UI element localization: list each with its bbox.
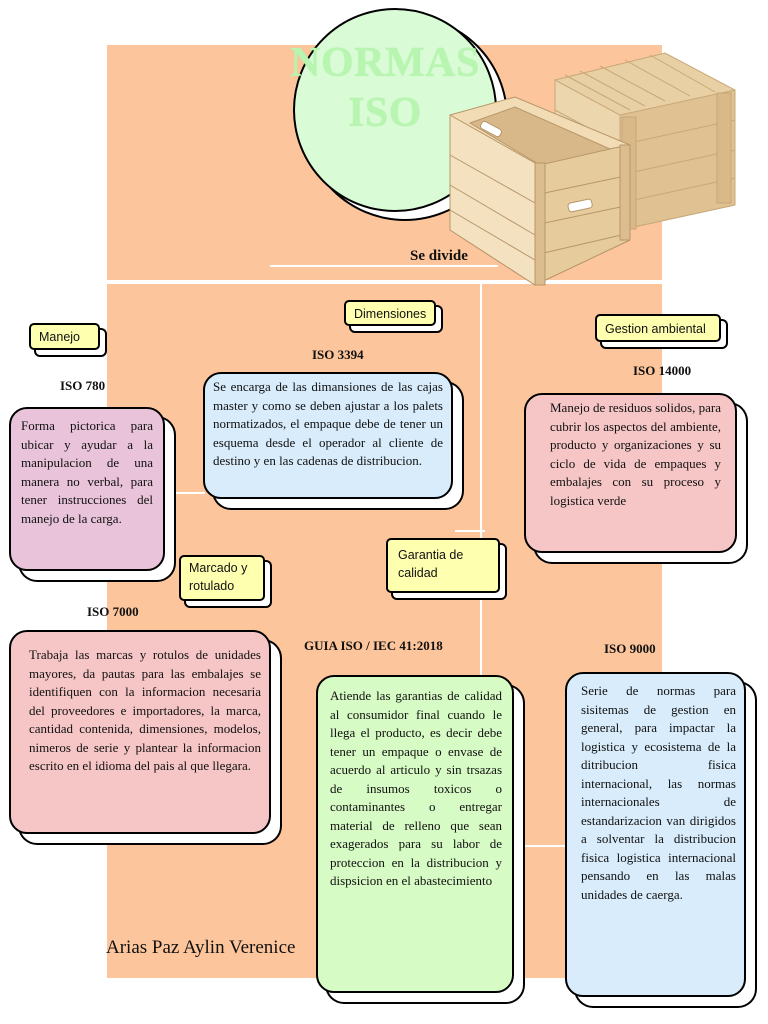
label-iso-3394: ISO 3394: [312, 347, 364, 362]
label-guia-iso-iec: GUIA ISO / IEC 41:2018: [304, 638, 443, 653]
card-iso-7000: Trabaja las marcas y rotulos de unidades…: [9, 630, 271, 834]
left-connector: [165, 492, 205, 494]
divider-line: [270, 265, 498, 267]
card-iso-780: Forma pictorica para ubicar y ayudar a l…: [9, 407, 165, 571]
label-iso-9000: ISO 9000: [604, 641, 656, 656]
label-iso-7000: ISO 7000: [87, 604, 139, 619]
category-garantia-calidad: Garantia de calidad: [386, 538, 500, 593]
category-marcado-rotulado: Marcado y rotulado: [179, 555, 265, 601]
wooden-crate-illustration: [440, 45, 740, 290]
category-manejo: Manejo: [29, 323, 100, 350]
author-name: Arias Paz Aylin Verenice: [106, 937, 296, 958]
card-guia-iso-iec: Atiende las garantias de calidad al cons…: [316, 675, 514, 993]
right-connector: [515, 845, 565, 847]
category-dimensiones: Dimensiones: [344, 300, 436, 326]
category-gestion-ambiental: Gestion ambiental: [595, 314, 721, 342]
center-connector: [455, 530, 485, 532]
label-iso-780: ISO 780: [60, 378, 106, 393]
card-iso-14000: Manejo de residuos solidos, para cubrir …: [524, 393, 737, 553]
page-title: NORMAS ISO: [290, 40, 480, 136]
label-iso-14000: ISO 14000: [633, 363, 692, 378]
vertical-connector: [480, 284, 482, 704]
card-iso-3394: Se encarga de las dimansiones de las caj…: [203, 372, 453, 499]
se-divide-label: Se divide: [410, 248, 468, 264]
card-iso-9000: Serie de normas para sisitemas de gestio…: [565, 672, 746, 997]
